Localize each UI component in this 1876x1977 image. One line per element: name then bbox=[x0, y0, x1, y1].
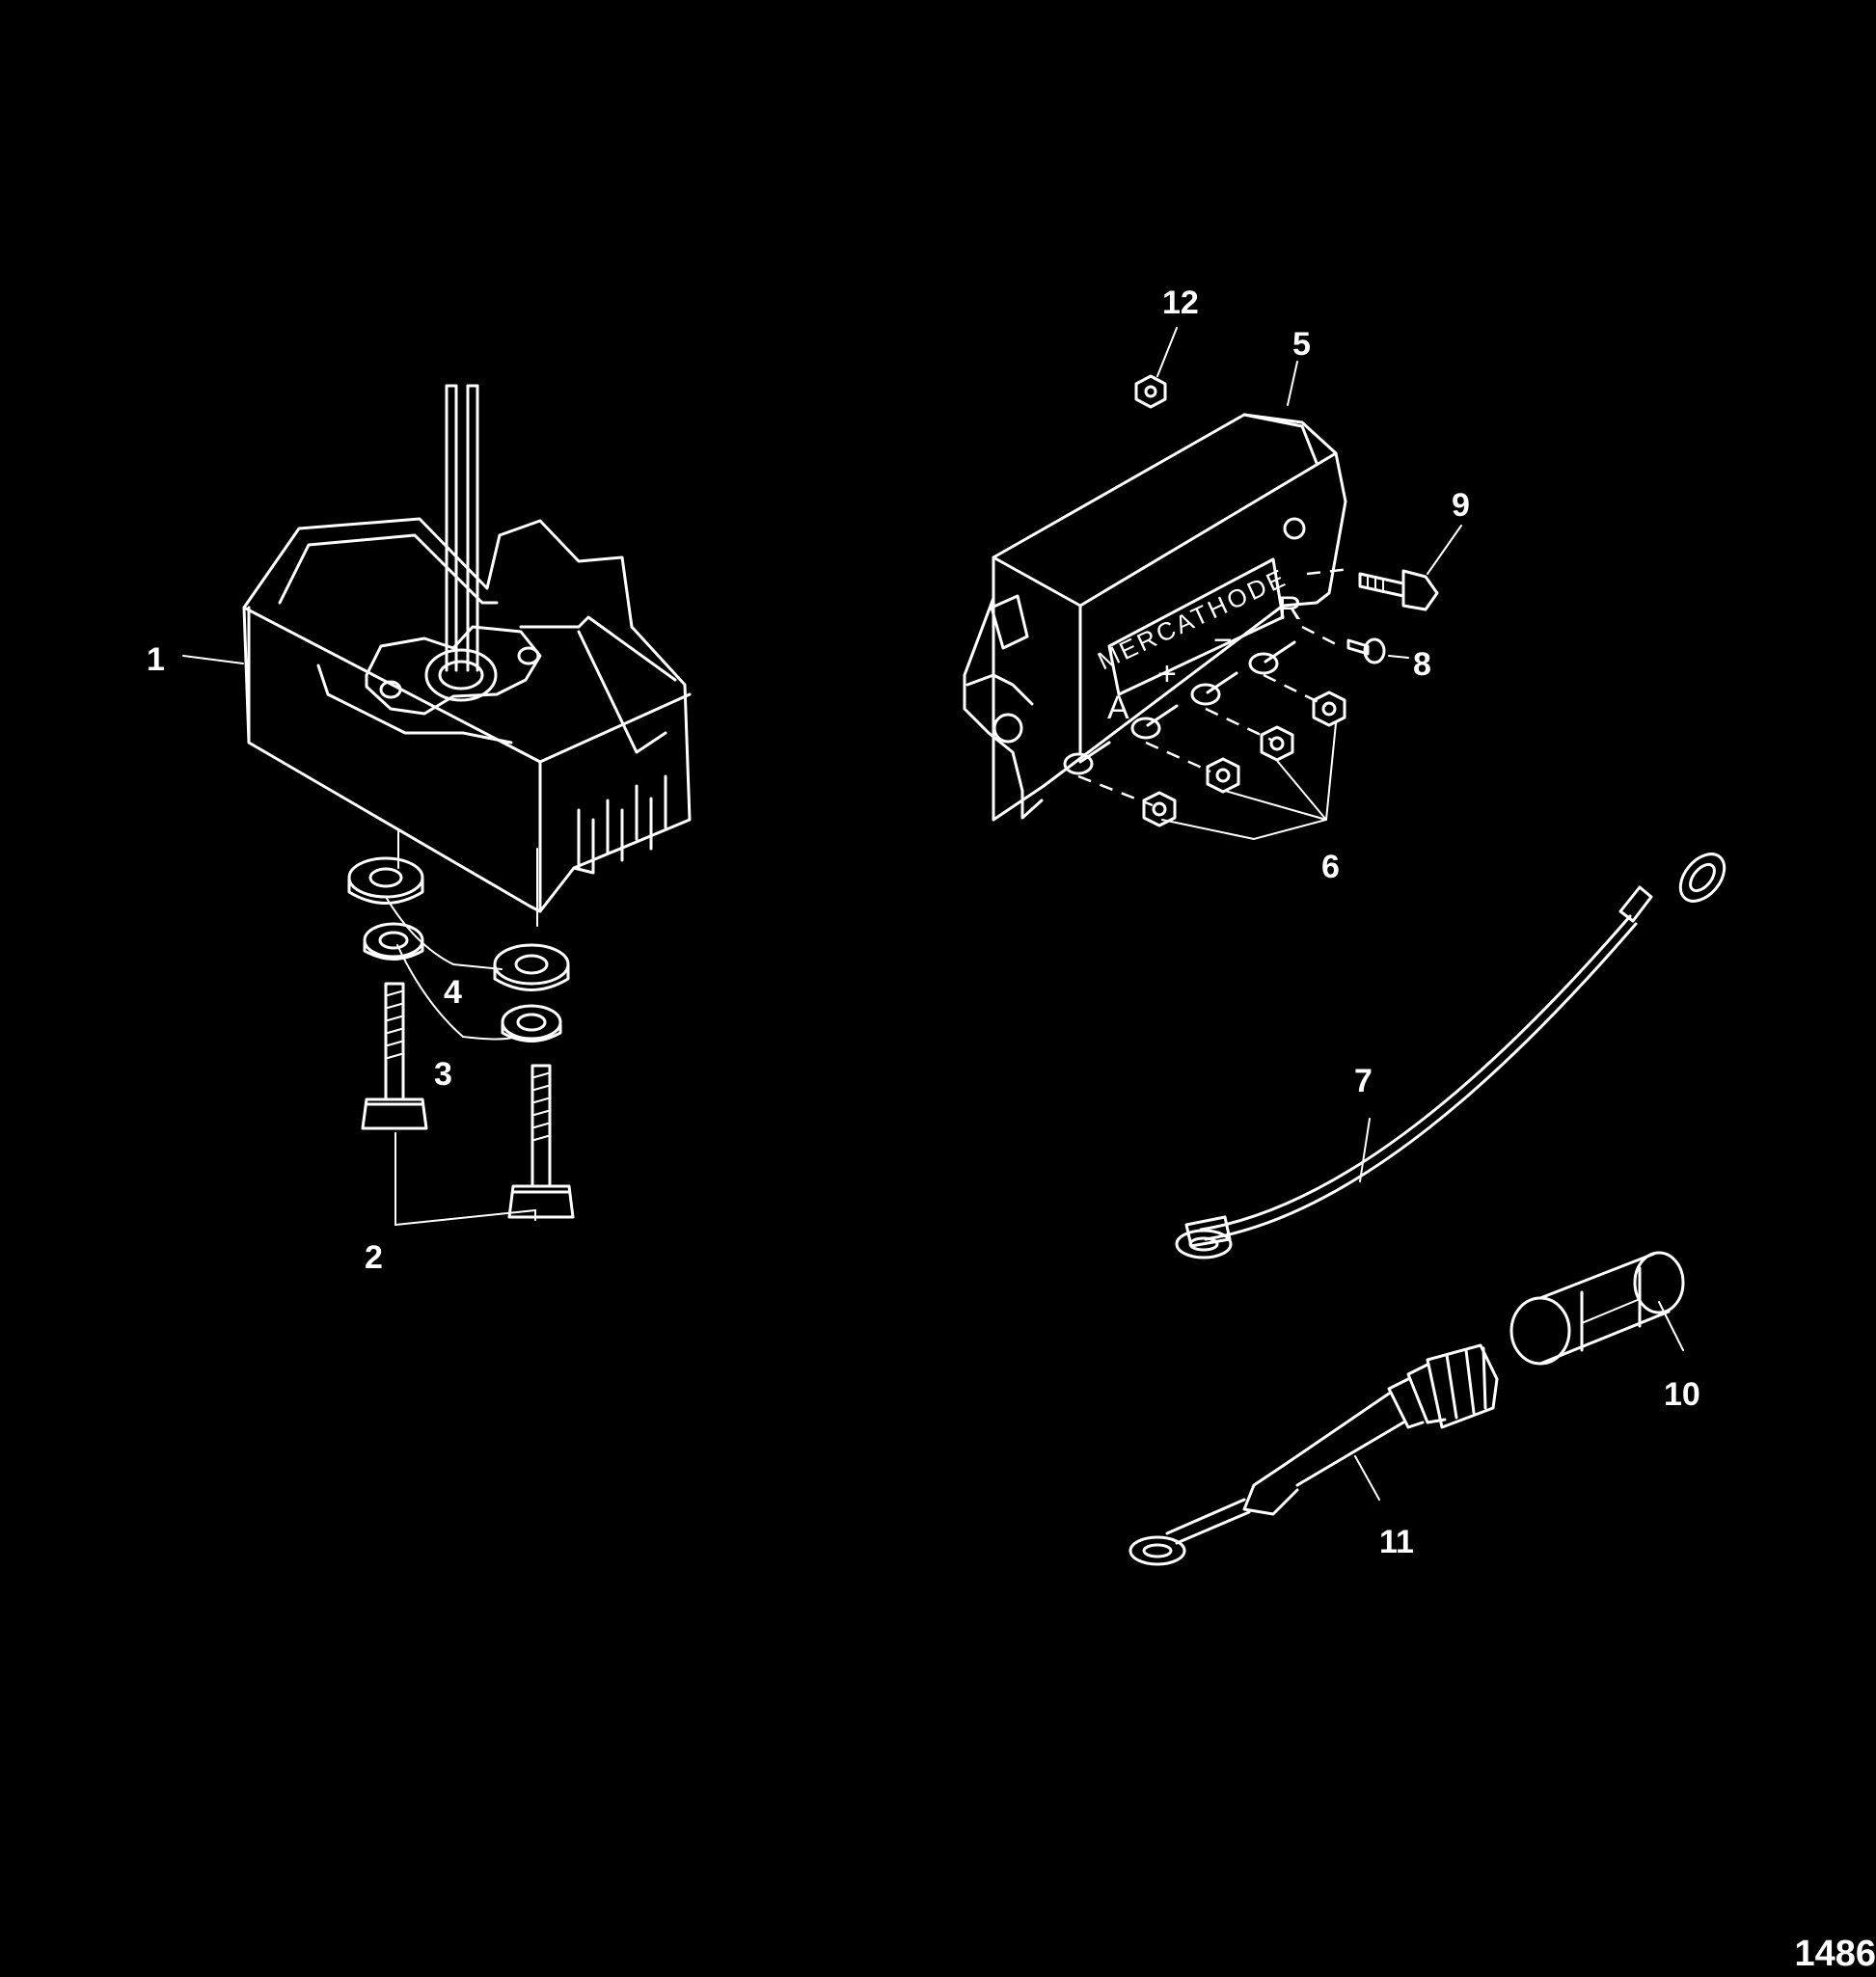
terminal-label-a: A bbox=[1107, 690, 1129, 726]
callout-11: 11 bbox=[1379, 1524, 1414, 1560]
callout-10: 10 bbox=[1664, 1376, 1700, 1413]
fuse-holder-lead bbox=[1128, 1343, 1499, 1566]
nut bbox=[1312, 691, 1346, 727]
leader-6 bbox=[1161, 722, 1337, 841]
callout-2: 2 bbox=[365, 1239, 383, 1276]
callout-numbers: 1 2 3 4 5 6 7 8 9 10 11 12 bbox=[147, 284, 1700, 1560]
leader-8 bbox=[1388, 655, 1409, 659]
mounting-screw bbox=[1358, 569, 1439, 611]
terminal-label-minus: − bbox=[1213, 622, 1233, 659]
leader-4 bbox=[385, 896, 503, 970]
leader-11 bbox=[1354, 1455, 1380, 1501]
nut bbox=[1260, 725, 1294, 762]
bolt-right bbox=[507, 1064, 575, 1219]
callout-8: 8 bbox=[1413, 646, 1431, 683]
leader-3 bbox=[396, 944, 517, 1041]
bolt-left bbox=[361, 982, 428, 1130]
terminal-label-r: R bbox=[1278, 590, 1302, 627]
callout-9: 9 bbox=[1452, 487, 1470, 524]
fuse bbox=[1509, 1251, 1685, 1366]
lock-washer-lower bbox=[501, 1004, 562, 1043]
leader-1 bbox=[182, 655, 244, 664]
assembly-lines bbox=[397, 567, 1351, 927]
callout-12: 12 bbox=[1162, 284, 1199, 321]
terminal-studs bbox=[1063, 640, 1296, 775]
flat-washer-lower bbox=[493, 943, 570, 991]
leader-10 bbox=[1658, 1301, 1684, 1351]
small-screw bbox=[1346, 637, 1386, 664]
leader-12 bbox=[1156, 327, 1178, 377]
small-nut bbox=[1134, 374, 1167, 409]
leader-2 bbox=[394, 1132, 536, 1227]
electrode-housing bbox=[242, 384, 692, 913]
controller-module: MERCATHODE A + − R bbox=[963, 413, 1347, 822]
callout-4: 4 bbox=[444, 974, 462, 1011]
callout-1: 1 bbox=[147, 641, 165, 678]
terminal-nuts bbox=[1142, 691, 1346, 827]
nut bbox=[1206, 757, 1240, 794]
lock-washer-upper bbox=[363, 922, 424, 961]
leader-9 bbox=[1427, 525, 1462, 575]
callout-5: 5 bbox=[1292, 326, 1311, 363]
callout-6: 6 bbox=[1321, 849, 1340, 885]
leader-7 bbox=[1359, 1118, 1371, 1182]
terminal-label-plus: + bbox=[1157, 656, 1177, 692]
leader-6b bbox=[1224, 761, 1327, 821]
callout-3: 3 bbox=[434, 1056, 452, 1093]
leader-lines bbox=[182, 327, 1684, 1501]
leader-5 bbox=[1287, 361, 1298, 406]
callout-7: 7 bbox=[1354, 1063, 1373, 1099]
ground-cable bbox=[1175, 853, 1726, 1259]
figure-number: 1486 bbox=[1794, 1934, 1876, 1974]
nut bbox=[1142, 791, 1177, 827]
